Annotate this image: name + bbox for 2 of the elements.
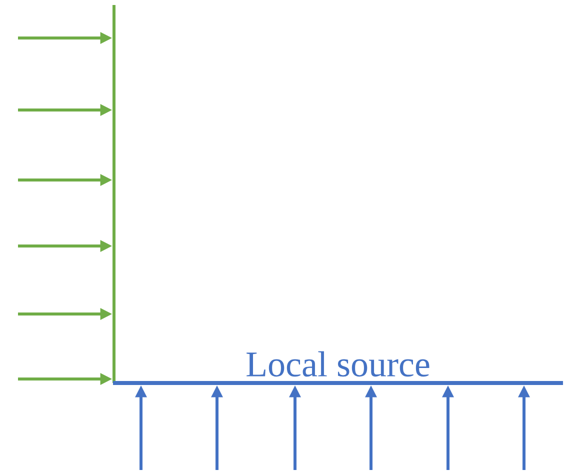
wall-line bbox=[112, 5, 116, 383]
source-line: Local source bbox=[113, 351, 563, 385]
